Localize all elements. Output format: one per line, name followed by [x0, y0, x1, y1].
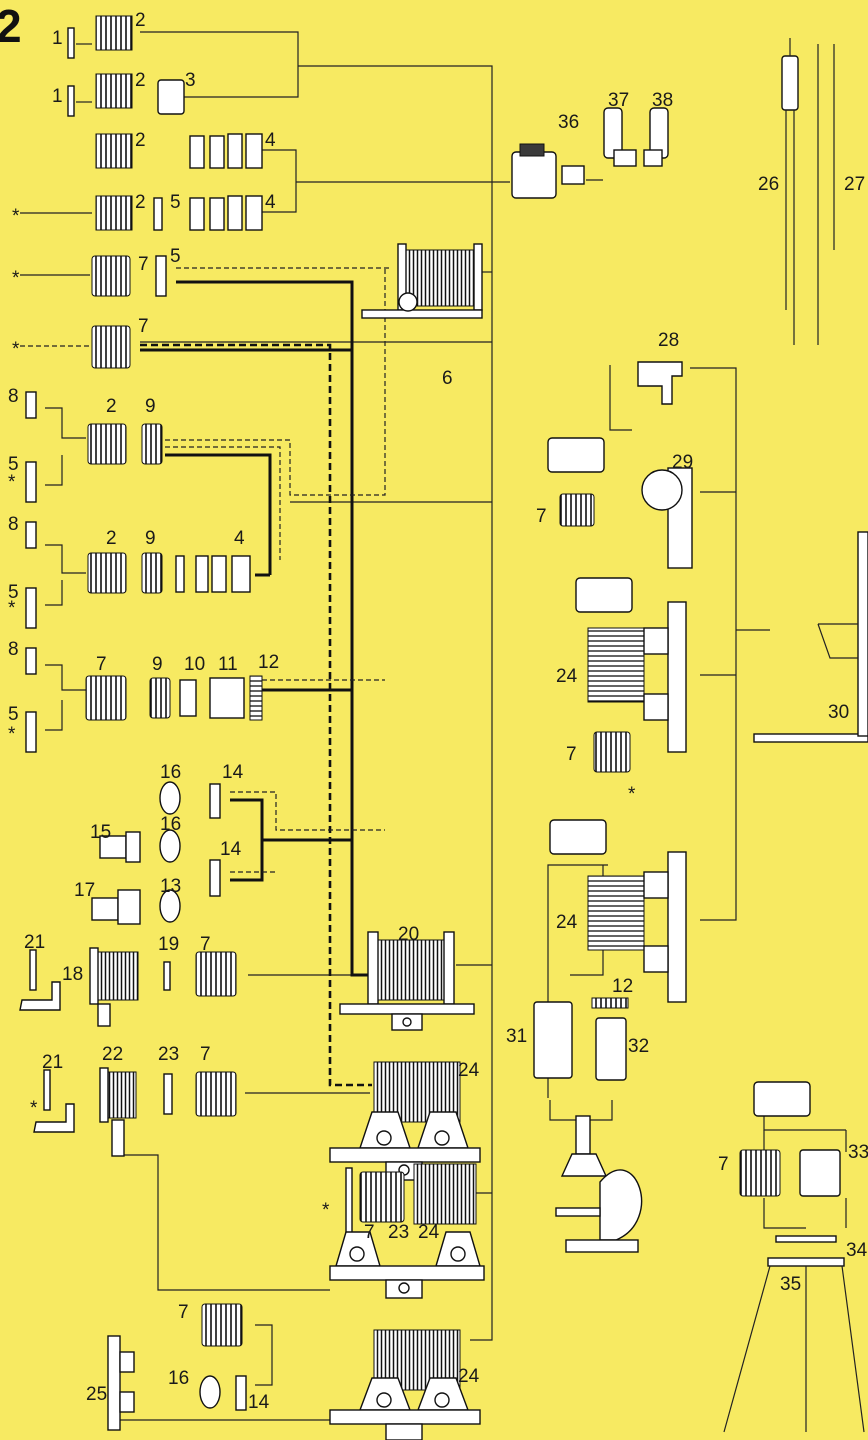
part-number-9: 9: [145, 396, 156, 417]
part-number-5: 5: [8, 454, 19, 475]
asterisk-marker: *: [12, 268, 20, 289]
part-number-3: 3: [185, 70, 196, 91]
figure-number: 2: [0, 0, 22, 52]
part-number-21: 21: [42, 1052, 63, 1073]
part-number-2: 2: [106, 396, 117, 417]
part-number-31: 31: [506, 1026, 527, 1047]
part-number-32: 32: [628, 1036, 649, 1057]
part-number-17: 17: [74, 880, 95, 901]
part-number-7: 7: [200, 934, 211, 955]
part-number-11: 11: [218, 654, 238, 675]
part-number-1: 1: [52, 28, 63, 49]
part-number-2: 2: [135, 130, 146, 151]
part-number-14: 14: [222, 762, 244, 783]
part-number-15: 15: [90, 822, 111, 843]
camera-body-part: [511, 151, 557, 199]
part-number-16: 16: [160, 762, 181, 783]
part-number-5: 5: [170, 246, 181, 267]
part-number-30: 30: [828, 702, 849, 723]
part-number-7: 7: [566, 744, 577, 765]
lens-part: [95, 73, 133, 109]
part-number-4: 4: [234, 528, 245, 549]
camera-and-stands: [511, 38, 868, 1433]
part-number-38: 38: [652, 90, 673, 111]
part-number-7: 7: [536, 506, 547, 527]
lenses-and-rings: [19, 15, 263, 1431]
part-number-36: 36: [558, 112, 579, 133]
part-number-14: 14: [248, 1392, 270, 1413]
part-number-7: 7: [200, 1044, 211, 1065]
part-number-25: 25: [86, 1384, 107, 1405]
part-number-12: 12: [258, 652, 279, 673]
part-number-4: 4: [265, 130, 276, 151]
part-number-6: 6: [442, 368, 453, 389]
part-number-7: 7: [364, 1222, 375, 1243]
part-number-9: 9: [145, 528, 156, 549]
part-number-34: 34: [846, 1240, 868, 1261]
bellows-part: [404, 249, 478, 307]
part-number-7: 7: [718, 1154, 729, 1175]
part-number-29: 29: [672, 452, 693, 473]
part-number-7: 7: [178, 1302, 189, 1323]
part-number-2: 2: [135, 10, 146, 31]
bellows-units: [329, 243, 485, 1440]
asterisk-marker: *: [12, 339, 20, 360]
part-number-28: 28: [658, 330, 679, 351]
part-number-5: 5: [8, 704, 19, 725]
part-number-26: 26: [758, 174, 779, 195]
asterisk-marker: *: [8, 472, 16, 493]
part-number-22: 22: [102, 1044, 123, 1065]
part-number-10: 10: [184, 654, 205, 675]
asterisk-marker: *: [12, 206, 20, 227]
part-number-7: 7: [138, 316, 149, 337]
part-number-24: 24: [556, 912, 578, 933]
part-number-33: 33: [848, 1142, 868, 1163]
part-number-16: 16: [160, 814, 181, 835]
part-number-35: 35: [780, 1274, 801, 1295]
lens-part: [95, 15, 133, 51]
part-number-5: 5: [8, 582, 19, 603]
part-number-9: 9: [152, 654, 163, 675]
part-number-8: 8: [8, 386, 19, 407]
part-number-24: 24: [458, 1060, 480, 1081]
asterisk-marker: *: [30, 1098, 38, 1119]
part-number-4: 4: [265, 192, 276, 213]
adapter-part: [157, 79, 185, 115]
part-number-24: 24: [556, 666, 578, 687]
part-number-24: 24: [418, 1222, 440, 1243]
part-number-21: 21: [24, 932, 45, 953]
part-number-37: 37: [608, 90, 629, 111]
part-number-2: 2: [135, 70, 146, 91]
part-number-5: 5: [170, 192, 181, 213]
part-number-16: 16: [168, 1368, 189, 1389]
part-number-1: 1: [52, 86, 63, 107]
part-number-20: 20: [398, 924, 419, 945]
part-number-2: 2: [135, 192, 146, 213]
part-number-24: 24: [458, 1366, 480, 1387]
part-number-14: 14: [220, 839, 242, 860]
part-number-2: 2: [106, 528, 117, 549]
rear-cap-part: [67, 27, 75, 59]
part-number-8: 8: [8, 514, 19, 535]
asterisk-marker: *: [628, 784, 636, 805]
part-number-12: 12: [612, 976, 633, 997]
part-number-23: 23: [158, 1044, 179, 1065]
part-number-18: 18: [62, 964, 83, 985]
asterisk-marker: *: [322, 1200, 330, 1221]
asterisk-marker: *: [8, 724, 16, 745]
part-number-13: 13: [160, 876, 181, 897]
part-number-19: 19: [158, 934, 179, 955]
part-number-7: 7: [96, 654, 107, 675]
part-number-8: 8: [8, 639, 19, 660]
asterisk-marker: *: [8, 598, 16, 619]
part-number-27: 27: [844, 174, 865, 195]
part-number-23: 23: [388, 1222, 409, 1243]
part-number-7: 7: [138, 254, 149, 275]
connection-lines: [20, 31, 847, 1421]
